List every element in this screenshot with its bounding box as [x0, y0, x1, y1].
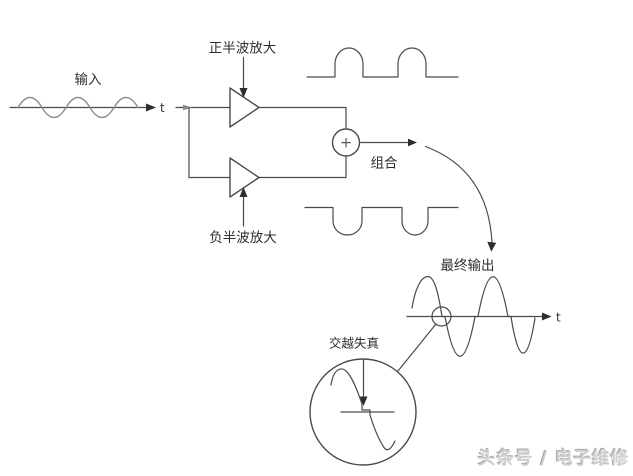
negative-halfwave-waveform: [304, 206, 459, 236]
input-label: 输入: [75, 72, 102, 88]
positive-amp-label: 正半波放大: [209, 41, 277, 57]
summing-plus-symbol: +: [340, 134, 353, 152]
signal-splitter: [175, 104, 231, 179]
output-axis-arrowhead-icon: [542, 312, 552, 321]
magnifier-connector-line: [397, 323, 437, 372]
final-output-section: 最终输出 t: [406, 258, 561, 357]
amplifier-block: 正半波放大 负半波放大: [209, 41, 277, 247]
summing-node: + 组合: [258, 106, 417, 179]
flow-curve-arrow: [424, 145, 493, 244]
watermark-text: 头条号 / 电子维修: [478, 448, 629, 469]
feed-arrowhead-icon: [183, 104, 192, 111]
magnifier-circle-icon: [309, 358, 417, 466]
output-axis-label: t: [556, 311, 561, 325]
magnifier-distorted-wave: [330, 368, 396, 451]
crossover-label: 交越失真: [329, 336, 379, 351]
input-signal-section: 输入 t: [9, 72, 165, 119]
positive-amp-arrowhead-icon: [239, 88, 248, 98]
output-sine-wave: [411, 275, 536, 357]
crossover-highlight-circle: [431, 306, 452, 327]
combine-arrowhead-icon: [408, 138, 417, 147]
input-sine-wave: [17, 96, 139, 119]
negative-amplifier-triangle-icon: [229, 157, 260, 198]
flow-curve-arrowhead-icon: [487, 241, 497, 252]
negative-amp-label: 负半波放大: [209, 230, 277, 246]
combine-label: 组合: [371, 156, 398, 172]
positive-amplifier-triangle-icon: [229, 87, 260, 128]
input-axis-arrowhead-icon: [146, 103, 156, 112]
negative-amp-arrowhead-icon: [239, 187, 248, 197]
positive-halfwave-waveform: [306, 47, 459, 78]
crossover-magnifier: 交越失真: [309, 323, 437, 466]
magnifier-arrowhead-icon: [359, 396, 368, 406]
final-output-label: 最终输出: [441, 258, 495, 274]
input-axis-label: t: [160, 101, 165, 115]
